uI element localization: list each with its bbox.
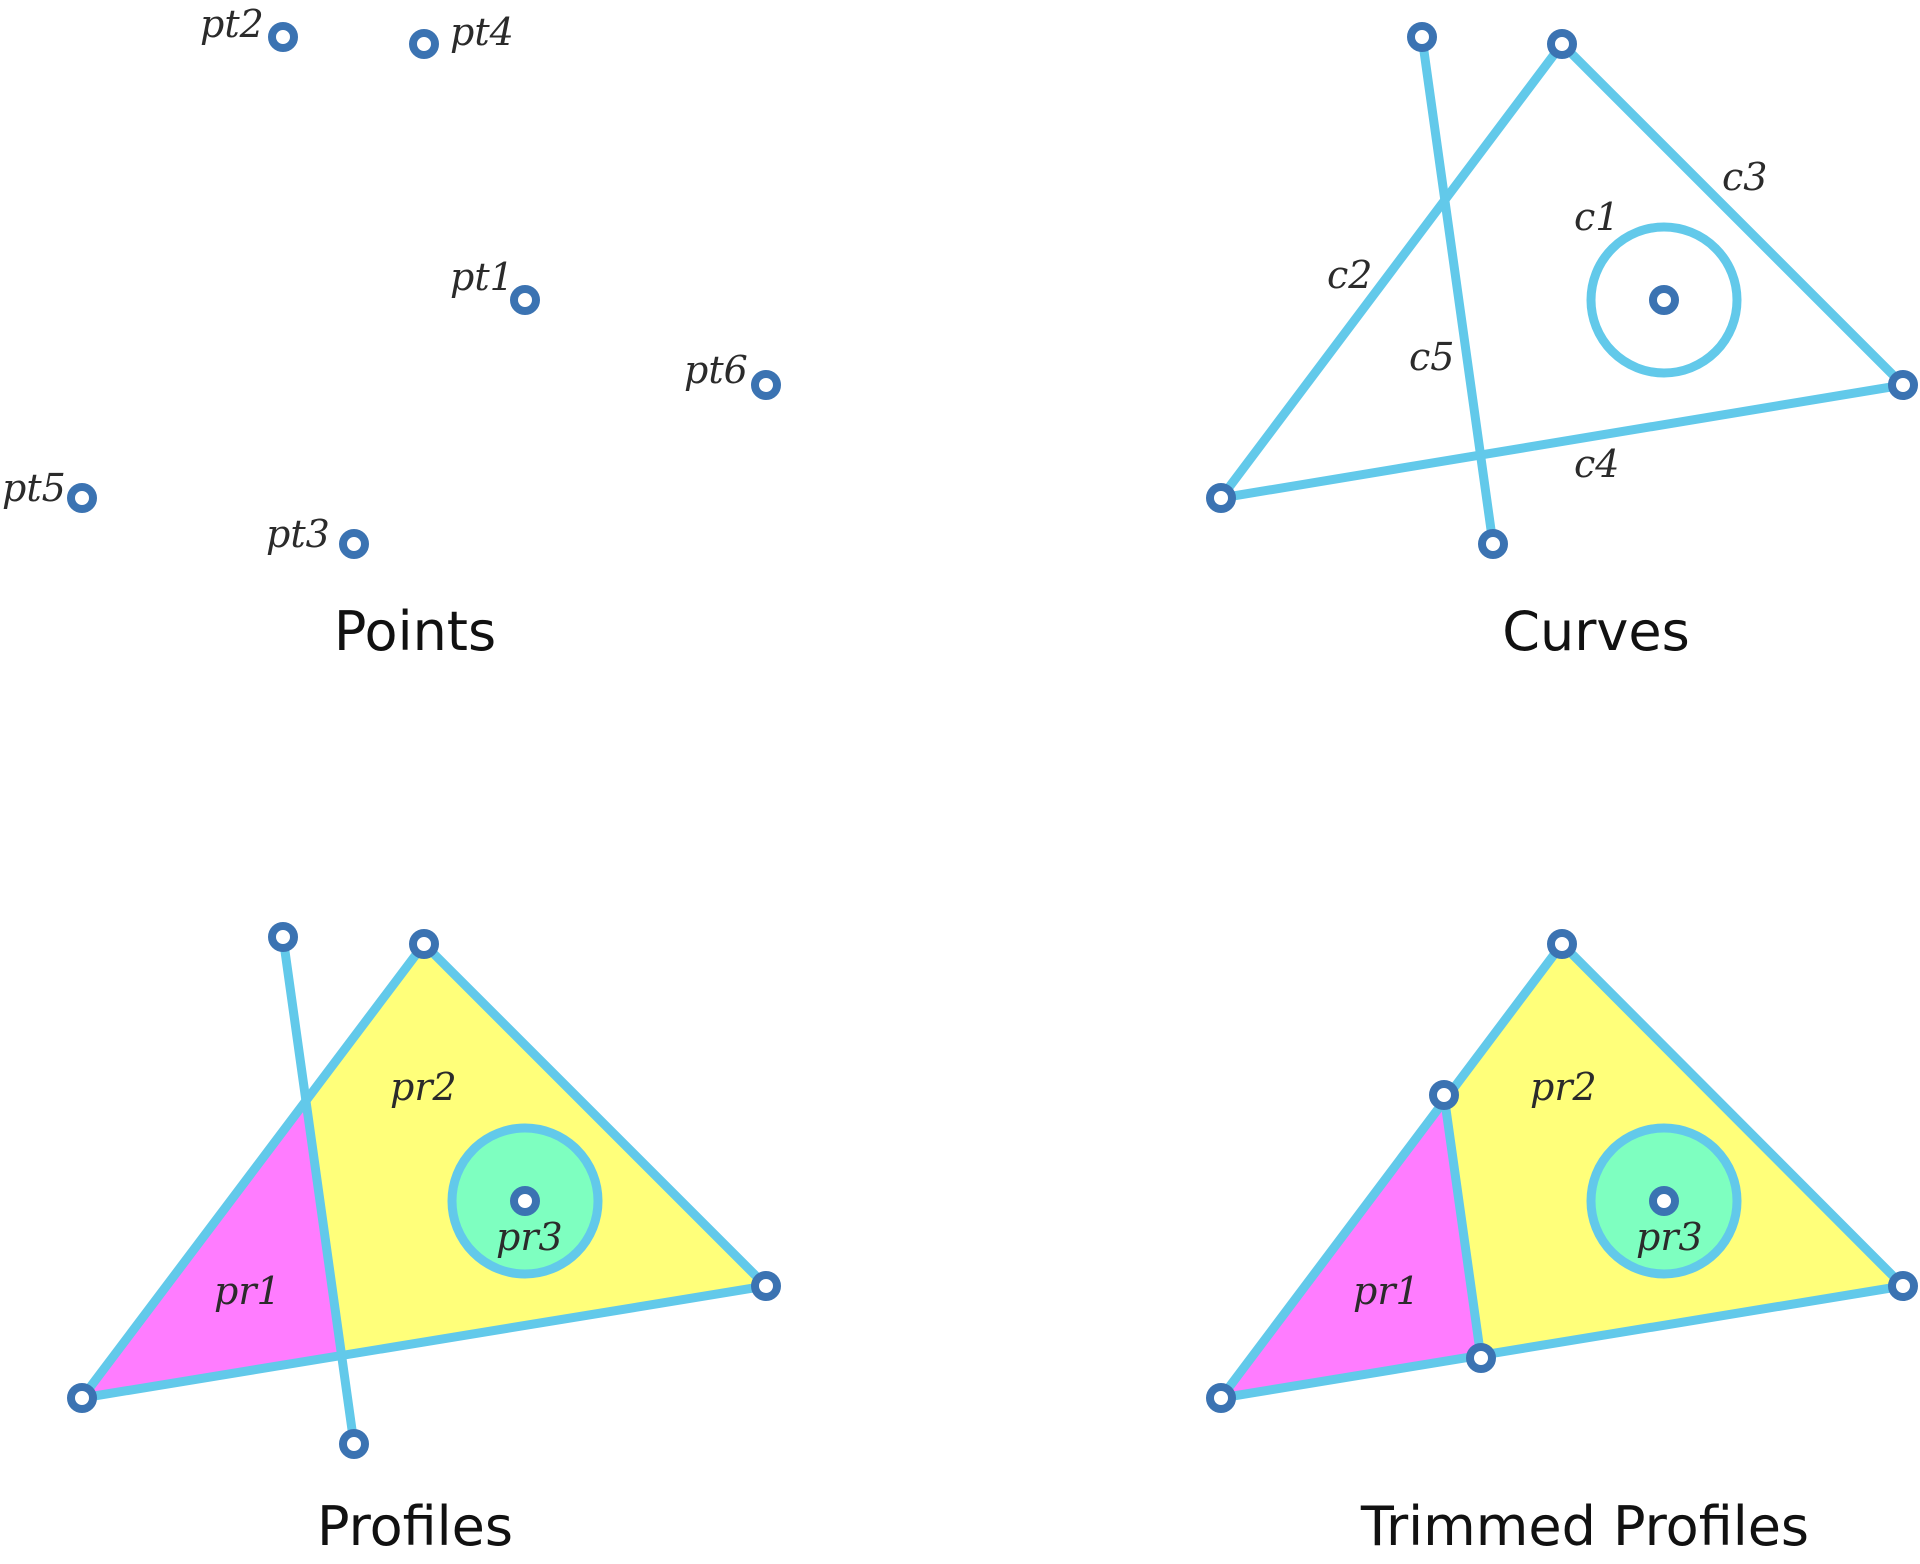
- point-left: [67, 1383, 97, 1413]
- label-pr1: pr1: [1353, 1269, 1420, 1313]
- edge-left: [77, 939, 429, 1403]
- region-pr1: [1221, 1101, 1482, 1398]
- label-pr3: pr3: [1636, 1215, 1703, 1259]
- label-c1: c1: [1574, 195, 1619, 239]
- caption-profiles: Profiles: [317, 1495, 513, 1558]
- label-c5: c5: [1409, 335, 1454, 379]
- caption-points: Points: [334, 600, 496, 663]
- edge-circle: [1586, 1123, 1742, 1279]
- caption-trimmed-profiles: Trimmed Profiles: [1360, 1495, 1809, 1558]
- point-right: [1888, 1271, 1918, 1301]
- point-cut-top: [268, 922, 298, 952]
- label-c3: c3: [1722, 155, 1767, 199]
- curve-c2: [1216, 39, 1567, 503]
- point-pt1: [510, 285, 540, 315]
- label-c2: c2: [1327, 253, 1372, 297]
- point-pt5: [67, 483, 97, 513]
- point-pt4: [409, 29, 439, 59]
- point-apex: [1547, 929, 1577, 959]
- point-right: [751, 1271, 781, 1301]
- point-center: [510, 1186, 540, 1216]
- panel-profiles: pr1 pr2 pr3 Profiles: [67, 922, 781, 1558]
- curve-c1: [1586, 222, 1742, 378]
- point-apex: [409, 929, 439, 959]
- edge-left: [1216, 939, 1567, 1403]
- point-center: [1649, 1186, 1679, 1216]
- curve-c5: [1417, 32, 1498, 549]
- label-pr1: pr1: [214, 1269, 281, 1313]
- edge-bottom: [77, 1281, 771, 1403]
- region-pr1: [82, 1101, 343, 1398]
- edge-bottom: [1216, 1281, 1908, 1403]
- label-pr2: pr2: [1530, 1065, 1597, 1109]
- label-pt2: pt2: [200, 2, 264, 46]
- label-pr2: pr2: [390, 1065, 457, 1109]
- point-trim-top: [1429, 1080, 1459, 1110]
- panel-curves: c1 c2 c3 c4 c5 Curves: [1206, 22, 1918, 663]
- label-pt4: pt4: [450, 10, 514, 54]
- edge-right: [419, 939, 771, 1291]
- point-left: [1206, 483, 1236, 513]
- edge-circle: [447, 1123, 603, 1279]
- edge-cut: [278, 932, 359, 1449]
- point-apex: [1547, 29, 1577, 59]
- label-c4: c4: [1574, 442, 1619, 486]
- point-trim-bottom: [1466, 1343, 1496, 1373]
- point-left: [1206, 1383, 1236, 1413]
- label-pr3: pr3: [496, 1215, 563, 1259]
- point-pt3: [339, 529, 369, 559]
- edge-right: [1557, 939, 1908, 1291]
- point-pt2: [268, 22, 298, 52]
- point-cut-bottom: [339, 1429, 369, 1459]
- point-right: [1888, 370, 1918, 400]
- point-pt6: [751, 370, 781, 400]
- panel-points: pt1 pt2 pt3 pt4 pt5 pt6 Points: [2, 2, 781, 663]
- label-pt5: pt5: [2, 466, 66, 510]
- point-c5-bottom: [1478, 529, 1508, 559]
- label-pt3: pt3: [266, 512, 330, 556]
- point-c5-top: [1407, 22, 1437, 52]
- curve-c3: [1557, 39, 1908, 390]
- point-center: [1649, 285, 1679, 315]
- edge-trimmed-cut: [1439, 1090, 1486, 1363]
- label-pt6: pt6: [684, 348, 748, 392]
- panel-trimmed: pr1 pr2 pr3 Trimmed Profiles: [1206, 929, 1918, 1558]
- curve-c4: [1216, 380, 1908, 503]
- label-pt1: pt1: [450, 255, 514, 299]
- caption-curves: Curves: [1502, 600, 1689, 663]
